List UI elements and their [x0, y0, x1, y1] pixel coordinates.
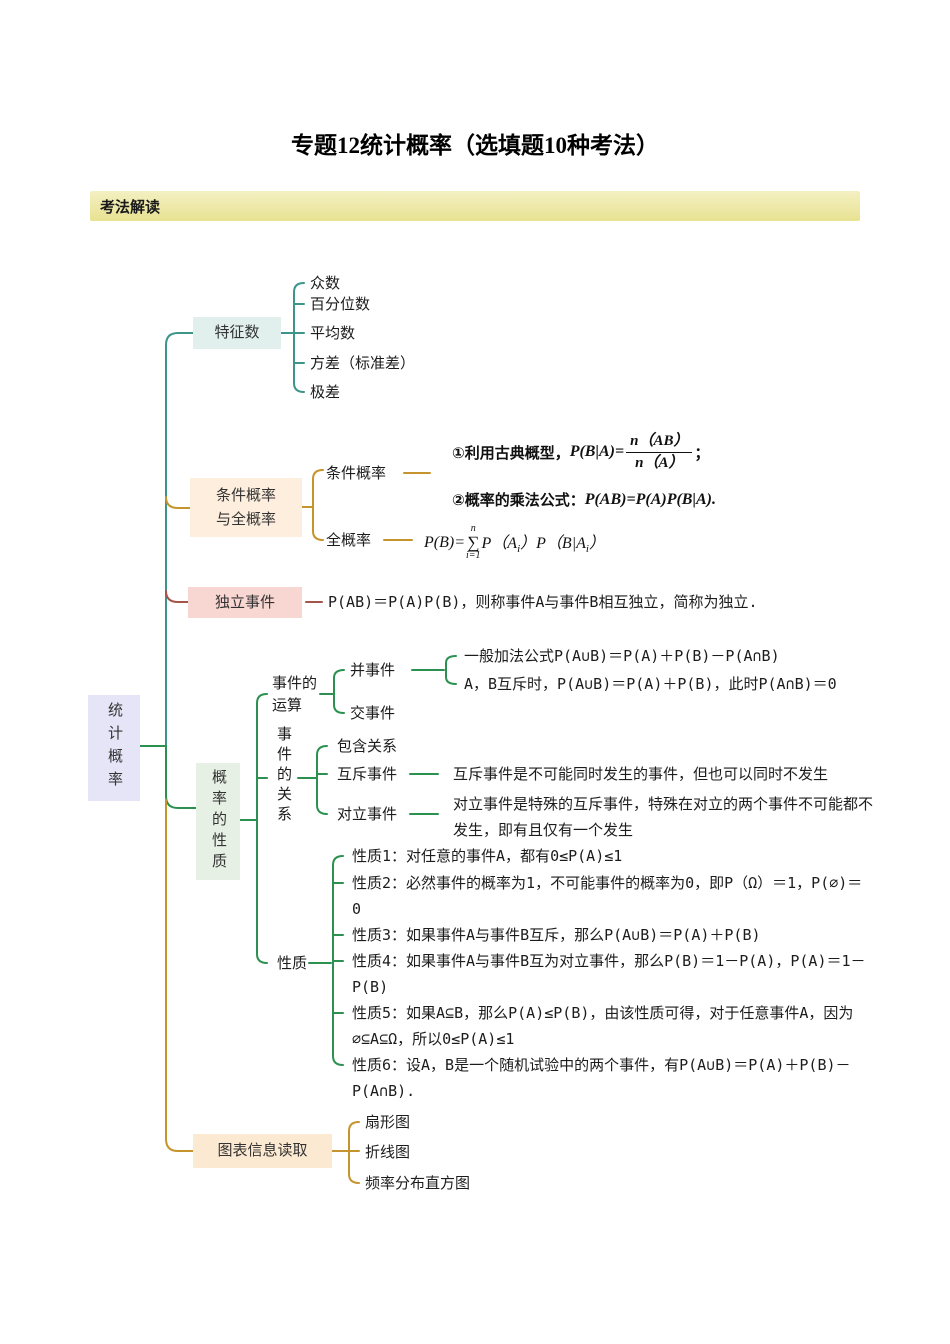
leaf-jicha: 极差 — [310, 383, 341, 401]
formula-total-rhs-p2: ）P（B|A — [520, 535, 586, 553]
desc-huchi-shijian: 互斥事件是不可能同时发生的事件，但也可以同时不发生 — [453, 765, 829, 783]
formula-conditional-suffix: ； — [694, 444, 710, 462]
sum-upper-limit: n — [470, 523, 476, 534]
formula-multiplication-prefix: ②概率的乘法公式： — [452, 492, 585, 509]
leaf-jiao-shijian: 交事件 — [350, 704, 396, 722]
label-shijian-guanxi: 事件的关系 — [275, 726, 293, 826]
leaf-shanxingtu: 扇形图 — [365, 1113, 411, 1131]
formula-total-rhs-p1: P（A — [481, 535, 518, 553]
connector-bing-children — [411, 655, 457, 685]
connector-branch-tiaojian — [165, 496, 191, 509]
leaf-huchi-shijian: 互斥事件 — [337, 765, 398, 783]
desc-xingzhi-2: 性质2：必然事件的概率为1，不可能事件的概率为0，即P（Ω）＝1，P(∅)＝0 — [352, 874, 863, 918]
desc-xingzhi-4: 性质4：如果事件A与事件B互为对立事件，那么P(B)＝1－P(A)，P(A)＝1… — [352, 952, 866, 996]
connector-tiaojian-children — [301, 469, 324, 541]
desc-bing-formula-1: 一般加法公式P(A∪B)＝P(A)＋P(B)－P(A∩B) — [464, 647, 780, 665]
formula-total-sub1: i — [517, 543, 521, 556]
formula-total-probability: P(B)= n ∑ i=1 P（Ai）P（B|Ai） — [424, 524, 605, 561]
node-tezhengshu: 特征数 — [193, 317, 281, 349]
connector-trunk-gold — [165, 799, 194, 1152]
desc-xingzhi-1: 性质1：对任意的事件A，都有0≤P(A)≤1 — [352, 847, 623, 865]
section-banner: 考法解读 — [90, 191, 860, 221]
formula-total-rhs-p3: ） — [588, 535, 605, 553]
connector-xz-children — [308, 855, 344, 1066]
leaf-pingjunshu: 平均数 — [310, 324, 356, 342]
desc-xingzhi-3: 性质3：如果事件A与事件B互斥，那么P(A∪B)＝P(A)＋P(B) — [352, 926, 761, 944]
fraction-numerator: n（AB） — [626, 432, 693, 453]
node-gailv-xingzhi: 概率的性质 — [196, 763, 240, 880]
desc-bing-formula-2: A，B互斥时，P(A∪B)＝P(A)＋P(B)，此时P(A∩B)＝0 — [464, 675, 837, 693]
connector-guanxi-children — [297, 745, 328, 815]
label-xingzhi: 性质 — [277, 954, 308, 972]
leaf-baohan-guanxi: 包含关系 — [337, 737, 398, 755]
leaf-fangcha: 方差（标准差） — [310, 354, 416, 372]
formula-conditional-fraction: n（AB） n（A） — [626, 432, 693, 473]
connector-tubiao-children — [331, 1121, 360, 1184]
connector-tezheng-children — [280, 282, 305, 393]
formula-total-rhs: P（Ai）P（B|Ai） — [482, 529, 605, 555]
connector-branch-duli — [165, 590, 189, 603]
formula-conditional-prefix: ①利用古典概型， — [452, 444, 570, 462]
leaf-quan-gailv: 全概率 — [326, 531, 372, 549]
formula-multiplication-math: P(AB)=P(A)P(B|A). — [584, 490, 716, 508]
formula-total-lhs: P(B)= — [424, 533, 465, 551]
desc-duili-shijian: 对立事件是特殊的互斥事件，特殊在对立的两个事件不可能都不发生，即有且仅有一个发生 — [453, 795, 874, 839]
desc-xingzhi-5: 性质5：如果A⊆B，那么P(A)≤P(B)，由该性质可得，对于任意事件A，因为∅… — [352, 1004, 854, 1048]
leaf-tiaojian-gailv: 条件概率 — [326, 464, 387, 482]
node-duli-shijian: 独立事件 — [188, 587, 302, 618]
formula-total-sub2: i — [585, 543, 589, 556]
formula-conditional: ①利用古典概型， P(B|A)= n（AB） n（A） ； — [452, 432, 710, 473]
desc-xingzhi-6: 性质6：设A，B是一个随机试验中的两个事件，有P(A∪B)＝P(A)＋P(B)－… — [352, 1056, 851, 1100]
page-title: 专题12统计概率（选填题10种考法） — [291, 133, 659, 158]
fraction-denominator: n（A） — [635, 454, 684, 471]
sum-symbol: n ∑ i=1 — [466, 524, 481, 561]
sum-lower-limit: i=1 — [466, 550, 481, 561]
connector-xingzhi-children — [239, 693, 268, 964]
section-banner-label: 考法解读 — [100, 198, 161, 216]
leaf-duili-shijian: 对立事件 — [337, 805, 398, 823]
formula-conditional-lhs: P(B|A)= — [569, 443, 625, 461]
leaf-zhexiantu: 折线图 — [365, 1143, 411, 1161]
sigma-icon: ∑ — [467, 533, 480, 552]
leaf-pinlv-zhifangtu: 频率分布直方图 — [365, 1174, 471, 1192]
connector-trunk-green — [165, 745, 197, 809]
formula-multiplication: ②概率的乘法公式： P(AB)=P(A)P(B|A). — [452, 489, 716, 510]
label-shijian-yunsuan: 事件的 运算 — [272, 674, 318, 714]
leaf-baifenweishu: 百分位数 — [310, 295, 371, 313]
leaf-bing-shijian: 并事件 — [350, 661, 396, 679]
node-root: 统计概率 — [88, 695, 140, 801]
leaf-zhongshu: 众数 — [310, 274, 341, 292]
node-tiaojian-quangailv: 条件概率 与全概率 — [190, 478, 302, 537]
connector-trunk-teal — [165, 332, 194, 747]
connector-yunsuan-children — [319, 669, 345, 714]
node-tubiao-xinxi: 图表信息读取 — [193, 1134, 332, 1168]
desc-duli-shijian: P(AB)＝P(A)P(B)，则称事件A与事件B相互独立，简称为独立. — [328, 593, 758, 611]
